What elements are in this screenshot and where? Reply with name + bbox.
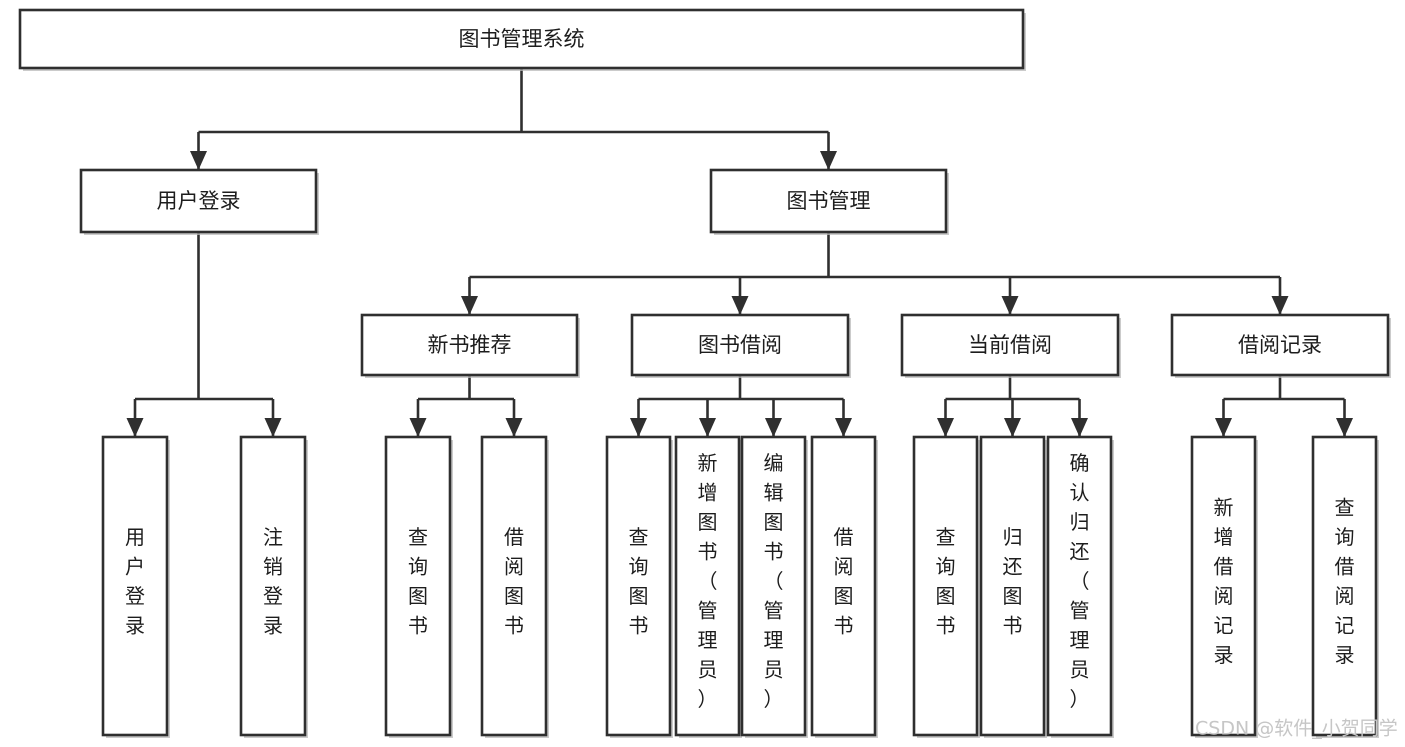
node-leaf-user-logout[interactable]: 注销登录: [239, 435, 308, 738]
node-box[interactable]: [239, 435, 307, 737]
node-label: 确认归还（管理员）: [1070, 451, 1090, 711]
node-label: 图书管理: [787, 189, 871, 213]
node-root[interactable]: 图书管理系统: [18, 8, 1026, 71]
node-new-book-recommend[interactable]: 新书推荐: [360, 313, 580, 378]
node-box[interactable]: [709, 168, 948, 234]
node-box[interactable]: [101, 435, 169, 737]
node-leaf-edit-book[interactable]: 编辑图书（管理员）: [740, 435, 808, 738]
node-box[interactable]: [1311, 435, 1378, 737]
node-leaf-query-book-borrow[interactable]: 查询图书: [605, 435, 673, 738]
node-leaf-query-book-rec[interactable]: 查询图书: [384, 435, 453, 738]
node-box[interactable]: [384, 435, 452, 737]
node-layer: 图书管理系统用户登录图书管理新书推荐图书借阅当前借阅借阅记录用户登录注销登录查询…: [18, 8, 1391, 738]
node-label: 新增图书（管理员）: [698, 451, 718, 711]
node-label: 用户登录: [125, 525, 145, 638]
node-box[interactable]: [979, 435, 1046, 737]
node-box[interactable]: [1190, 435, 1257, 737]
node-borrow-record[interactable]: 借阅记录: [1170, 313, 1391, 378]
connector-layer: [126, 68, 1353, 437]
node-box[interactable]: [1170, 313, 1390, 377]
node-box[interactable]: [810, 435, 877, 737]
node-label: 借阅记录: [1238, 333, 1322, 357]
node-leaf-query-record[interactable]: 查询借阅记录: [1311, 435, 1379, 738]
node-box[interactable]: [360, 313, 579, 377]
node-label: 查询图书: [936, 525, 956, 638]
node-box[interactable]: [1046, 435, 1113, 737]
node-box[interactable]: [630, 313, 850, 377]
node-box[interactable]: [674, 435, 741, 737]
node-label: 借阅图书: [834, 525, 854, 638]
node-leaf-borrow-book[interactable]: 借阅图书: [810, 435, 878, 738]
node-label: 图书管理系统: [459, 27, 585, 51]
node-leaf-add-book[interactable]: 新增图书（管理员）: [674, 435, 742, 738]
node-current-borrow[interactable]: 当前借阅: [900, 313, 1121, 378]
node-book-borrow[interactable]: 图书借阅: [630, 313, 851, 378]
node-box[interactable]: [605, 435, 672, 737]
node-label: 归还图书: [1003, 525, 1023, 638]
node-label: 查询图书: [408, 525, 428, 638]
node-box[interactable]: [480, 435, 548, 737]
csdn-watermark: CSDN @软件_小贺同学: [1195, 718, 1398, 740]
node-label: 新增借阅记录: [1214, 495, 1234, 667]
node-label: 新书推荐: [428, 333, 512, 357]
node-label: 查询图书: [629, 525, 649, 638]
node-label: 借阅图书: [504, 525, 524, 638]
node-box[interactable]: [900, 313, 1120, 377]
node-user-login[interactable]: 用户登录: [79, 168, 319, 235]
node-leaf-query-book-current[interactable]: 查询图书: [912, 435, 980, 738]
node-box[interactable]: [740, 435, 807, 737]
node-label: 当前借阅: [968, 333, 1052, 357]
node-label: 注销登录: [263, 525, 283, 638]
node-leaf-return-book[interactable]: 归还图书: [979, 435, 1047, 738]
node-leaf-add-record[interactable]: 新增借阅记录: [1190, 435, 1258, 738]
node-label: 查询借阅记录: [1335, 495, 1355, 667]
node-box[interactable]: [18, 8, 1025, 70]
node-label: 图书借阅: [698, 333, 782, 357]
node-box[interactable]: [912, 435, 979, 737]
node-leaf-user-login[interactable]: 用户登录: [101, 435, 170, 738]
node-book-admin[interactable]: 图书管理: [709, 168, 949, 235]
node-leaf-confirm-return[interactable]: 确认归还（管理员）: [1046, 435, 1114, 738]
node-box[interactable]: [79, 168, 318, 234]
node-leaf-borrow-book-rec[interactable]: 借阅图书: [480, 435, 549, 738]
node-label: 用户登录: [157, 189, 241, 213]
node-label: 编辑图书（管理员）: [764, 451, 784, 711]
